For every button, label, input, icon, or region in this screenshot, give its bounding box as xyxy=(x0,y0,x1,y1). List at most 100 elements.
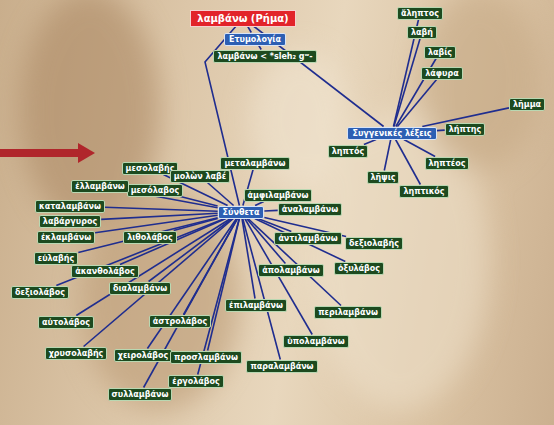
word-node: ἀναλαμβάνω xyxy=(278,203,343,216)
word-node: προσλαμβάνω xyxy=(170,351,242,364)
node-text: ἐργολάβος xyxy=(172,377,220,386)
word-node: αὐτολάβος xyxy=(38,316,94,329)
node-text: αὐτολάβος xyxy=(42,318,90,327)
node-text: μεσόλαβος xyxy=(131,186,180,195)
word-node: ἀμφιλαμβάνω xyxy=(244,189,313,202)
node-text: δεξιολαβής xyxy=(349,239,399,248)
word-node: διαλαμβάνω xyxy=(109,282,171,295)
node-text: λαμβάνω (Ρήμα) xyxy=(197,13,288,24)
connector-line xyxy=(397,80,436,127)
word-node: καταλαμβάνω xyxy=(35,200,105,213)
word-node: ἐργολάβος xyxy=(168,375,224,388)
connector-line xyxy=(255,202,264,206)
category-node: Συγγενικές λέξεις xyxy=(347,127,436,140)
node-text: περιλαμβάνω xyxy=(318,308,378,317)
node-text: λῆμμα xyxy=(513,100,541,109)
connector-line xyxy=(264,210,277,212)
connector-line xyxy=(255,219,346,262)
node-text: Ετυμολογία xyxy=(229,35,281,44)
node-text: μεσολαβής xyxy=(126,164,175,173)
word-node: ληπτικός xyxy=(399,185,448,198)
node-text: λαβάργυρος xyxy=(43,217,97,226)
word-node: λήπτης xyxy=(445,123,486,136)
node-text: ὀξυλάβος xyxy=(338,264,380,273)
connector-line xyxy=(207,183,233,206)
word-node: ὀξυλάβος xyxy=(334,262,384,275)
connector-line xyxy=(396,140,421,185)
word-node: ληπτός xyxy=(328,145,368,158)
connector-line xyxy=(105,207,218,211)
word-node: μεταλαμβάνω xyxy=(220,157,289,170)
word-node: συλλαμβάνω xyxy=(108,388,173,401)
node-text: συλλαμβάνω xyxy=(112,390,169,399)
connector-line xyxy=(437,129,445,131)
node-text: ἀπολαμβάνω xyxy=(262,266,319,275)
node-text: λῆψις xyxy=(371,173,396,182)
node-text: ἐπιλαμβάνω xyxy=(229,301,283,310)
node-text: Συγγενικές λέξεις xyxy=(352,129,431,138)
word-node: λῆμμα xyxy=(509,98,545,111)
node-text: χειρολάβος xyxy=(118,351,168,360)
word-node: λαβή xyxy=(407,26,437,39)
node-text: λήπτης xyxy=(449,125,482,134)
node-text: ληπτέος xyxy=(429,159,466,168)
word-node: λῆψις xyxy=(367,171,400,184)
node-text: ληπτός xyxy=(332,147,364,156)
node-text: λαβή xyxy=(411,28,433,37)
word-node: λαβίς xyxy=(424,46,456,59)
word-node: λαβάργυρος xyxy=(39,215,101,228)
word-node: ληπτέος xyxy=(425,157,470,170)
word-node: περιλαμβάνω xyxy=(314,306,382,319)
category-node: Ετυμολογία xyxy=(224,33,286,46)
connector-line xyxy=(248,27,252,33)
word-node: παραλαμβάνω xyxy=(246,360,317,373)
word-node: μεσόλαβος xyxy=(127,184,184,197)
word-node: εὐλαβής xyxy=(34,252,79,265)
word-node: ἐλλαμβάνω xyxy=(71,180,129,193)
node-text: ὑπολαμβάνω xyxy=(287,337,344,346)
word-node: μολὼν λαβέ xyxy=(170,170,230,183)
connector-line xyxy=(364,140,376,145)
word-node: ἐπιλαμβάνω xyxy=(225,299,287,312)
node-text: χρυσολαβής xyxy=(49,349,104,358)
node-text: παραλαμβάνω xyxy=(250,362,313,371)
word-node: ἐκλαμβάνω xyxy=(37,231,95,244)
node-text: ἀμφιλαμβάνω xyxy=(248,191,309,200)
word-node: λάφυρα xyxy=(421,67,462,80)
node-text: λάφυρα xyxy=(425,69,458,78)
node-text: ἐκλαμβάνω xyxy=(41,233,91,242)
word-node: ὑπολαμβάνω xyxy=(283,335,348,348)
connector-line xyxy=(394,39,420,127)
connector-line xyxy=(404,140,435,157)
node-text: λαμβάνω < *sleh₂ gʷ- xyxy=(217,52,312,61)
word-node: ἀστρολάβος xyxy=(149,315,212,328)
word-node: ἄληπτος xyxy=(397,7,443,20)
node-text: διαλαμβάνω xyxy=(113,284,167,293)
node-text: ληπτικός xyxy=(403,187,444,196)
node-text: ἀναλαμβάνω xyxy=(282,205,339,214)
word-node: ἀντιλαμβάνω xyxy=(274,232,341,245)
word-node: δεξιολαβής xyxy=(345,237,403,250)
root-node: λαμβάνω (Ρήμα) xyxy=(190,10,295,27)
word-node: λιθολάβος xyxy=(123,231,177,244)
word-node: λαμβάνω < *sleh₂ gʷ- xyxy=(213,50,316,63)
node-text: λιθολάβος xyxy=(127,233,173,242)
word-node: χρυσολαβής xyxy=(45,347,108,360)
word-node: δεξιολάβος xyxy=(11,286,69,299)
pointer-arrow xyxy=(0,143,95,163)
node-text: Σύνθετα xyxy=(223,208,260,217)
node-text: μεταλαμβάνω xyxy=(224,159,285,168)
node-text: δεξιολάβος xyxy=(15,288,65,297)
node-text: εὐλαβής xyxy=(38,254,75,263)
connector-line xyxy=(259,46,261,50)
word-node: χειρολάβος xyxy=(114,349,172,362)
node-text: ἀντιλαμβάνω xyxy=(278,234,337,243)
category-node: Σύνθετα xyxy=(218,206,265,219)
node-text: ἀκανθολάβος xyxy=(75,267,135,276)
node-text: ἐλλαμβάνω xyxy=(75,182,125,191)
connector-line xyxy=(384,140,390,171)
node-text: ἀστρολάβος xyxy=(153,317,208,326)
node-text: καταλαμβάνω xyxy=(39,202,101,211)
node-text: ἄληπτος xyxy=(401,9,439,18)
word-node: ἀπολαμβάνω xyxy=(258,264,323,277)
